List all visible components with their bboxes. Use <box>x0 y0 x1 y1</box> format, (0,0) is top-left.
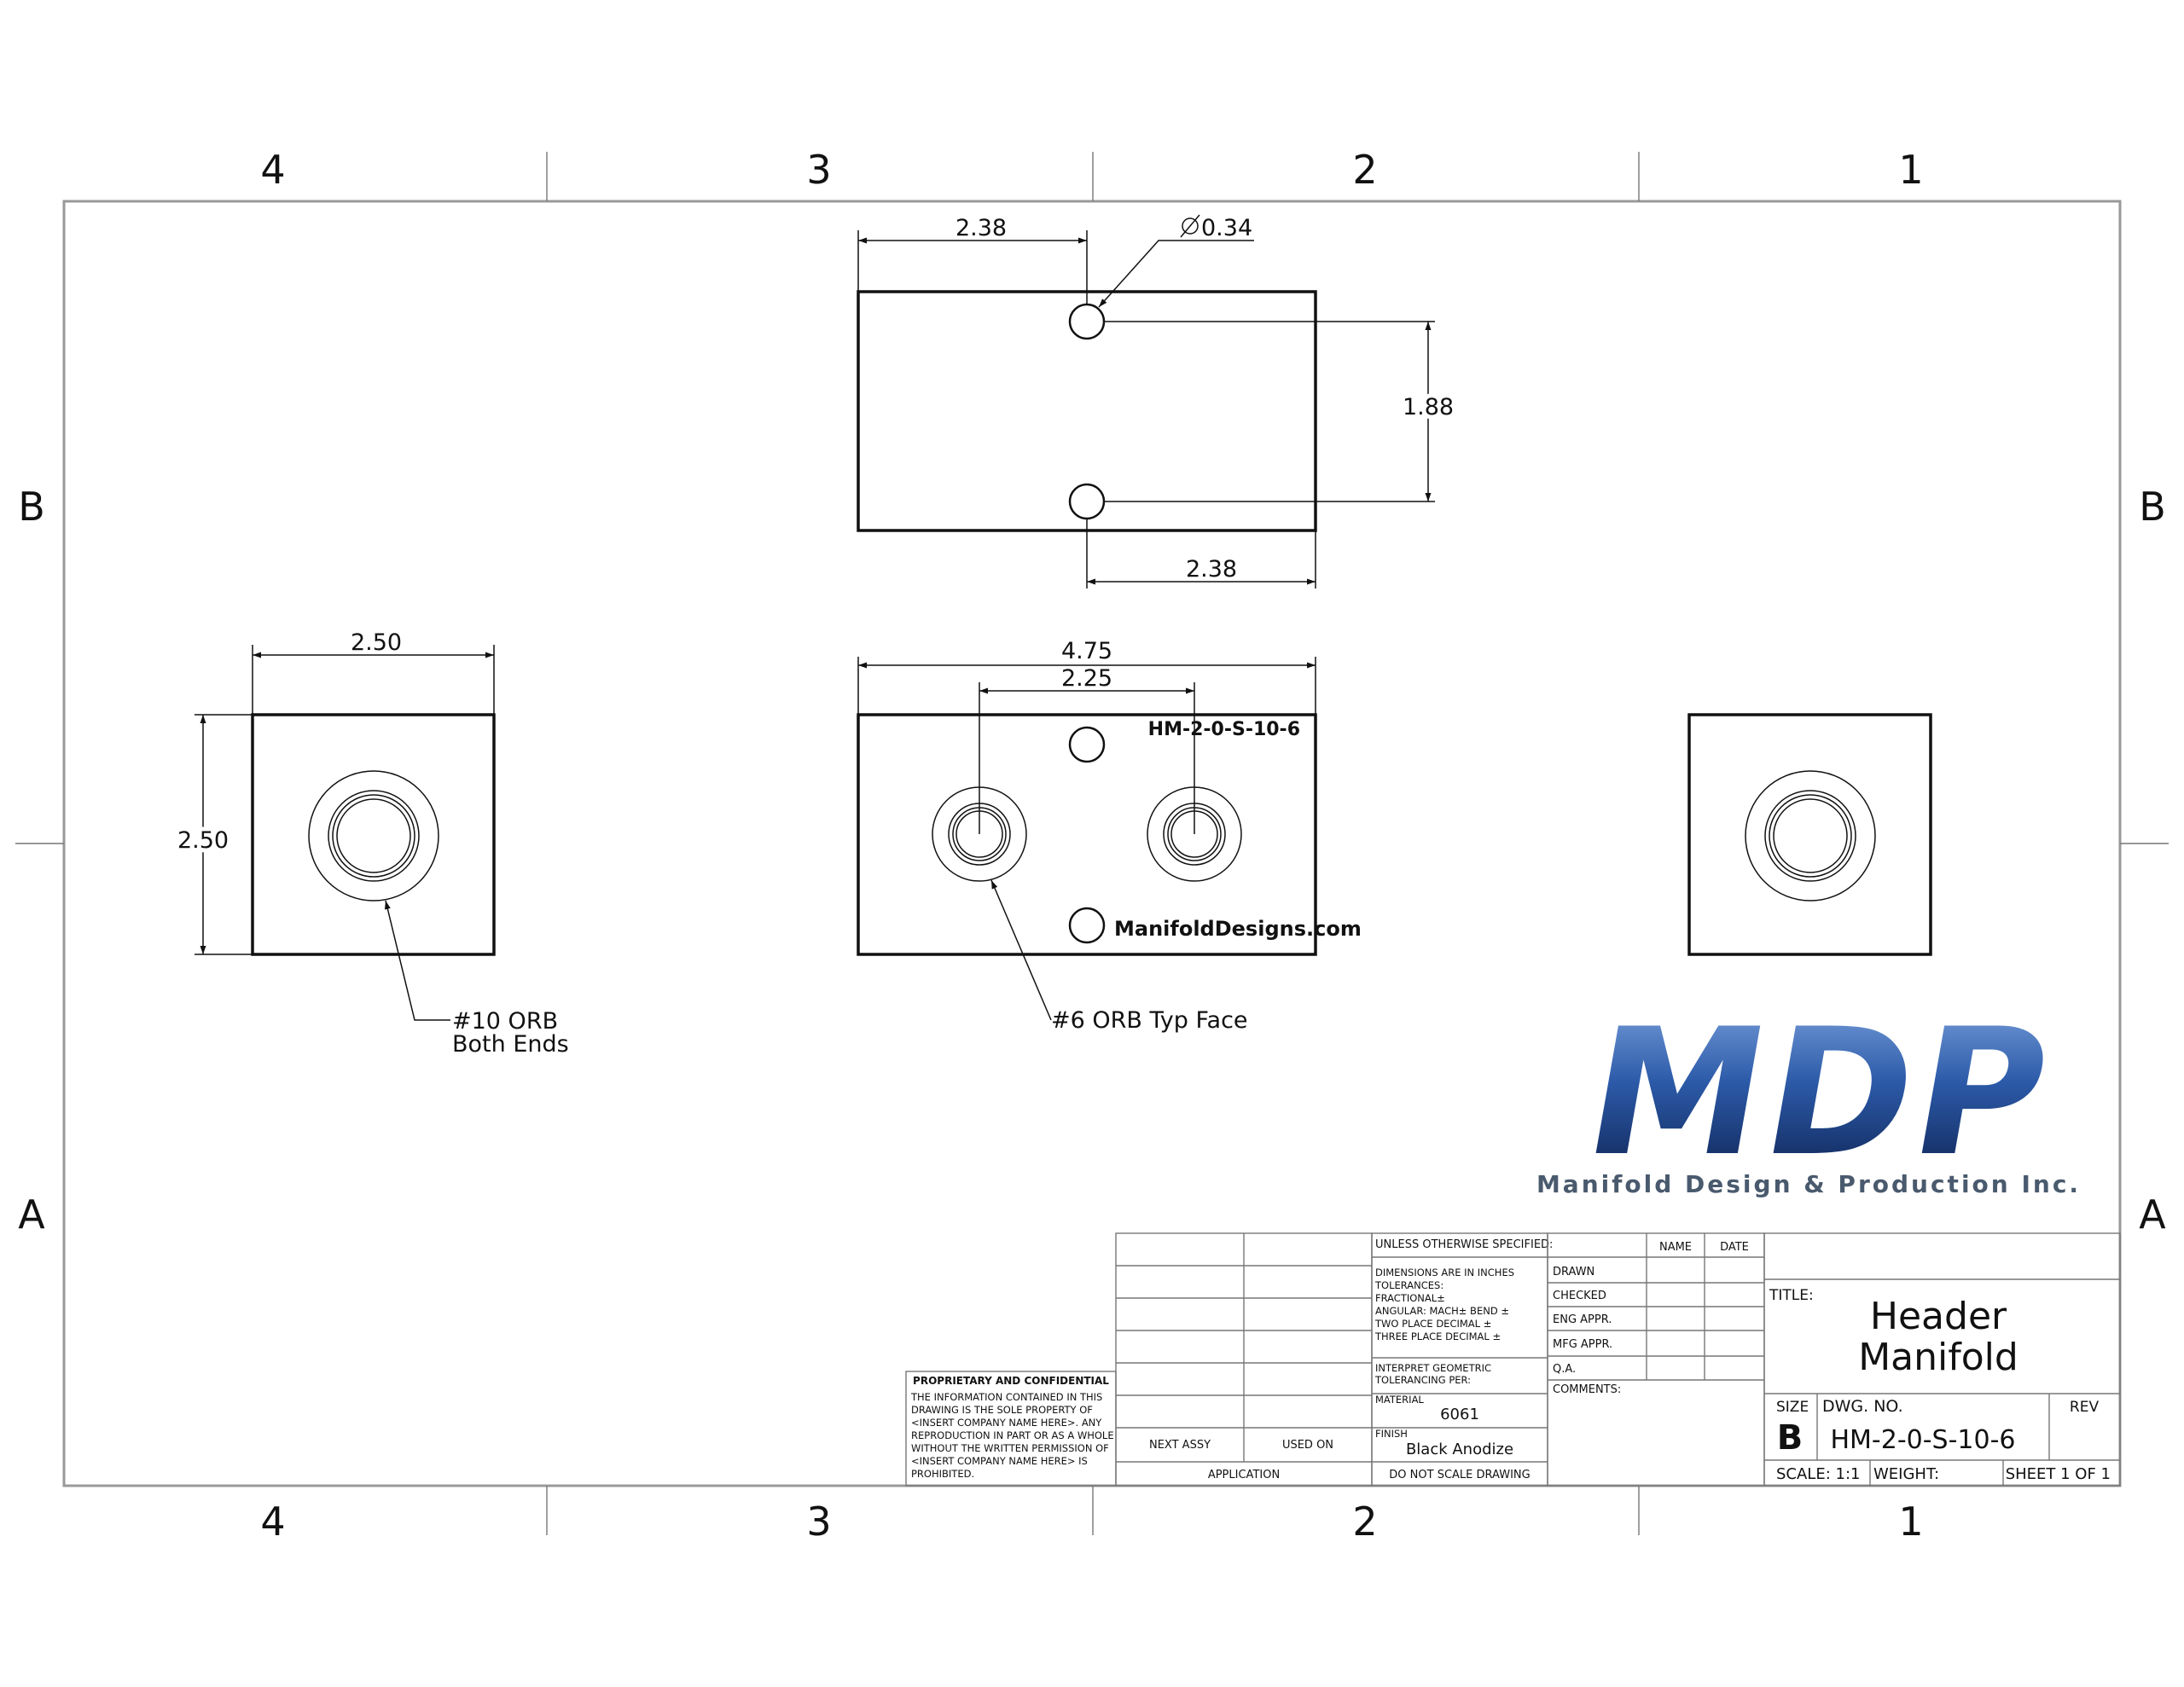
tolerance-line-5: TWO PLACE DECIMAL ± <box>1374 1318 1491 1330</box>
tolerance-line-4: ANGULAR: MACH± BEND ± <box>1375 1305 1509 1317</box>
proprietary-line-1: THE INFORMATION CONTAINED IN THIS <box>910 1391 1102 1403</box>
logo-letters: MDP <box>1572 990 2066 1194</box>
right-side-view <box>1687 713 1932 956</box>
dwg-no-label: DWG. NO. <box>1822 1397 1903 1416</box>
note-side-ports-2: Both Ends <box>452 1031 569 1058</box>
mounting-hole-bottom <box>1068 483 1106 520</box>
zone-top-4: 4 <box>260 147 285 193</box>
zone-right-A: A <box>2139 1191 2166 1238</box>
size-value: B <box>1777 1418 1804 1458</box>
dim-side-width: 2.50 <box>351 629 402 656</box>
tolerance-line-6: THREE PLACE DECIMAL ± <box>1374 1330 1501 1342</box>
do-not-scale: DO NOT SCALE DRAWING <box>1389 1469 1530 1481</box>
rev-label: REV <box>2070 1399 2100 1416</box>
zone-bottom-1: 1 <box>1898 1499 1923 1545</box>
title-block: PROPRIETARY AND CONFIDENTIAL THE INFORMA… <box>905 1232 2121 1487</box>
role-qa: Q.A. <box>1553 1363 1576 1376</box>
material-value: 6061 <box>1440 1406 1479 1423</box>
front-hole-upper <box>1068 726 1106 763</box>
comments-label: COMMENTS: <box>1553 1383 1621 1396</box>
role-drawn: DRAWN <box>1553 1266 1594 1278</box>
sheet-label: SHEET 1 OF 1 <box>2006 1465 2111 1483</box>
proprietary-line-6: <INSERT COMPANY NAME HERE> IS <box>911 1455 1088 1467</box>
name-header: NAME <box>1659 1241 1692 1254</box>
proprietary-line-5: WITHOUT THE WRITTEN PERMISSION OF <box>911 1442 1109 1454</box>
port-right-end <box>1745 770 1876 901</box>
engraving-website: ManifoldDesigns.com <box>1114 917 1362 941</box>
note-side-ports-1: #10 ORB <box>452 1008 558 1035</box>
zone-top-3: 3 <box>806 147 831 193</box>
proprietary-line-2: DRAWING IS THE SOLE PROPERTY OF <box>911 1404 1093 1416</box>
zone-left-A: A <box>18 1191 45 1238</box>
dim-port-spacing: 2.25 <box>1061 665 1112 692</box>
size-label: SIZE <box>1776 1399 1809 1416</box>
tolerance-line-2: TOLERANCES: <box>1374 1279 1443 1291</box>
company-logo: MDP Manifold Design & Production Inc. <box>1536 990 2081 1198</box>
unless-specified: UNLESS OTHERWISE SPECIFIED: <box>1375 1238 1553 1251</box>
zone-bottom-4: 4 <box>260 1499 285 1545</box>
front-view: 4.75 2.25 HM-2-0-S-10-6 ManifoldDesigns.… <box>857 638 1362 1034</box>
mounting-hole-top <box>1068 303 1106 340</box>
diameter-symbol <box>1180 214 1200 238</box>
dwg-no-value: HM-2-0-S-10-6 <box>1830 1425 2015 1455</box>
material-label: MATERIAL <box>1375 1394 1424 1406</box>
dim-hole-diameter: 0.34 <box>1201 215 1252 241</box>
zone-right-B: B <box>2139 484 2166 530</box>
interpret-line-1: INTERPRET GEOMETRIC <box>1375 1362 1491 1374</box>
note-front-ports: #6 ORB Typ Face <box>1051 1007 1248 1034</box>
role-checked: CHECKED <box>1553 1290 1606 1302</box>
proprietary-line-3: <INSERT COMPANY NAME HERE>. ANY <box>911 1417 1102 1429</box>
top-view: 2.38 0.34 1.88 2.38 <box>857 214 1458 588</box>
tolerance-line-3: FRACTIONAL± <box>1375 1292 1445 1304</box>
finish-value: Black Anodize <box>1406 1441 1513 1458</box>
zone-top-2: 2 <box>1352 147 1377 193</box>
title-label: TITLE: <box>1769 1287 1814 1304</box>
proprietary-line-4: REPRODUCTION IN PART OR AS A WHOLE <box>911 1429 1114 1441</box>
zone-top-1: 1 <box>1898 147 1923 193</box>
dim-overall-length: 4.75 <box>1061 638 1112 664</box>
dim-bottom-right: 2.38 <box>1186 556 1237 583</box>
dim-side-height: 2.50 <box>177 827 229 854</box>
finish-label: FINISH <box>1375 1428 1408 1440</box>
interpret-line-2: TOLERANCING PER: <box>1374 1374 1471 1386</box>
zone-bottom-3: 3 <box>806 1499 831 1545</box>
proprietary-title: PROPRIETARY AND CONFIDENTIAL <box>913 1375 1109 1387</box>
zone-bottom-2: 2 <box>1352 1499 1377 1545</box>
next-assy-label: NEXT ASSY <box>1149 1439 1211 1452</box>
proprietary-line-7: PROHIBITED. <box>911 1468 974 1480</box>
scale-label: SCALE: 1:1 <box>1776 1465 1860 1483</box>
drawing-title-line-1: Header <box>1870 1295 2007 1338</box>
dim-top-left: 2.38 <box>956 215 1007 241</box>
tolerance-line-1: DIMENSIONS ARE IN INCHES <box>1375 1267 1514 1278</box>
application-label: APPLICATION <box>1208 1469 1280 1481</box>
role-mfg-appr: MFG APPR. <box>1553 1338 1612 1351</box>
left-side-view: 2.50 2.50 #10 ORB Both Ends <box>173 629 569 1058</box>
zone-labels: 4 3 2 1 4 3 2 1 B A B A <box>18 147 2166 1545</box>
front-hole-lower <box>1068 907 1106 944</box>
date-header: DATE <box>1720 1241 1749 1254</box>
used-on-label: USED ON <box>1282 1439 1333 1452</box>
role-eng-appr: ENG APPR. <box>1553 1313 1612 1326</box>
port-left-end <box>308 770 439 901</box>
zone-left-B: B <box>18 484 45 530</box>
weight-label: WEIGHT: <box>1873 1465 1939 1483</box>
dim-hole-spacing: 1.88 <box>1403 394 1454 420</box>
engraving-part-number: HM-2-0-S-10-6 <box>1148 719 1300 740</box>
drawing-title-line-2: Manifold <box>1858 1336 2018 1379</box>
logo-company-name: Manifold Design & Production Inc. <box>1536 1170 2081 1198</box>
